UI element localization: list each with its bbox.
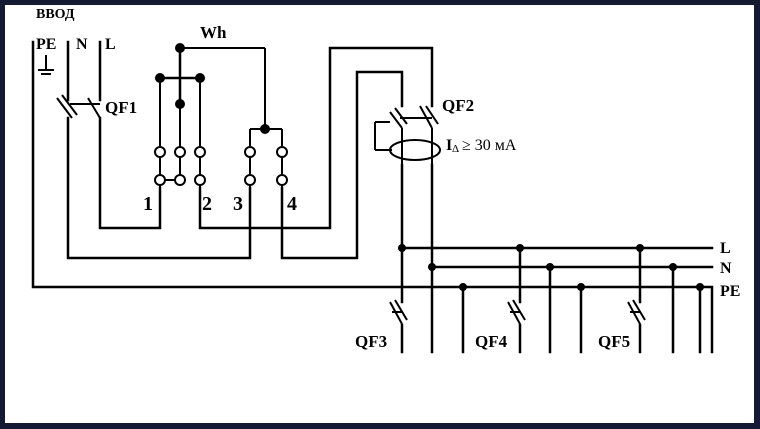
label-terminal-4: 4 [287,193,297,215]
ground-icon [38,55,54,75]
label-qf4: QF4 [475,332,508,351]
n-input-wire [66,40,252,260]
diagram-canvas [5,5,754,423]
pe-input-wire [31,40,714,354]
label-bus-l: L [720,240,731,257]
label-meter: Wh [200,23,227,42]
qf3-breaker-icon [389,299,408,325]
label-terminal-1: 1 [143,193,153,215]
qf2-rcd-icon [374,105,441,165]
qf1-breaker-icon [56,94,101,119]
l-input-wire [98,40,162,230]
label-rcd-i: I [446,137,452,154]
label-qf5: QF5 [598,332,630,351]
label-qf1: QF1 [105,98,137,117]
label-pe-in: PE [36,36,56,53]
label-terminal-2: 2 [202,193,212,215]
label-rcd-delta: Δ [452,143,459,155]
label-n-in: N [76,36,88,53]
meter-n-out-wire [280,70,404,260]
label-l-in: L [105,36,116,53]
label-rcd-rating: ≥ 30 мА [462,137,517,154]
meter-icon [154,43,288,190]
outgoing-feeders [400,246,702,354]
label-qf3: QF3 [355,332,387,351]
label-input: ВВОД [36,7,75,22]
label-bus-n: N [720,260,732,277]
qf5-breaker-icon [627,299,646,325]
label-terminal-3: 3 [233,193,243,215]
meter-l-out-wire [198,46,434,230]
label-bus-pe: PE [720,283,740,300]
label-qf2: QF2 [442,96,474,115]
qf4-breaker-icon [507,299,526,325]
